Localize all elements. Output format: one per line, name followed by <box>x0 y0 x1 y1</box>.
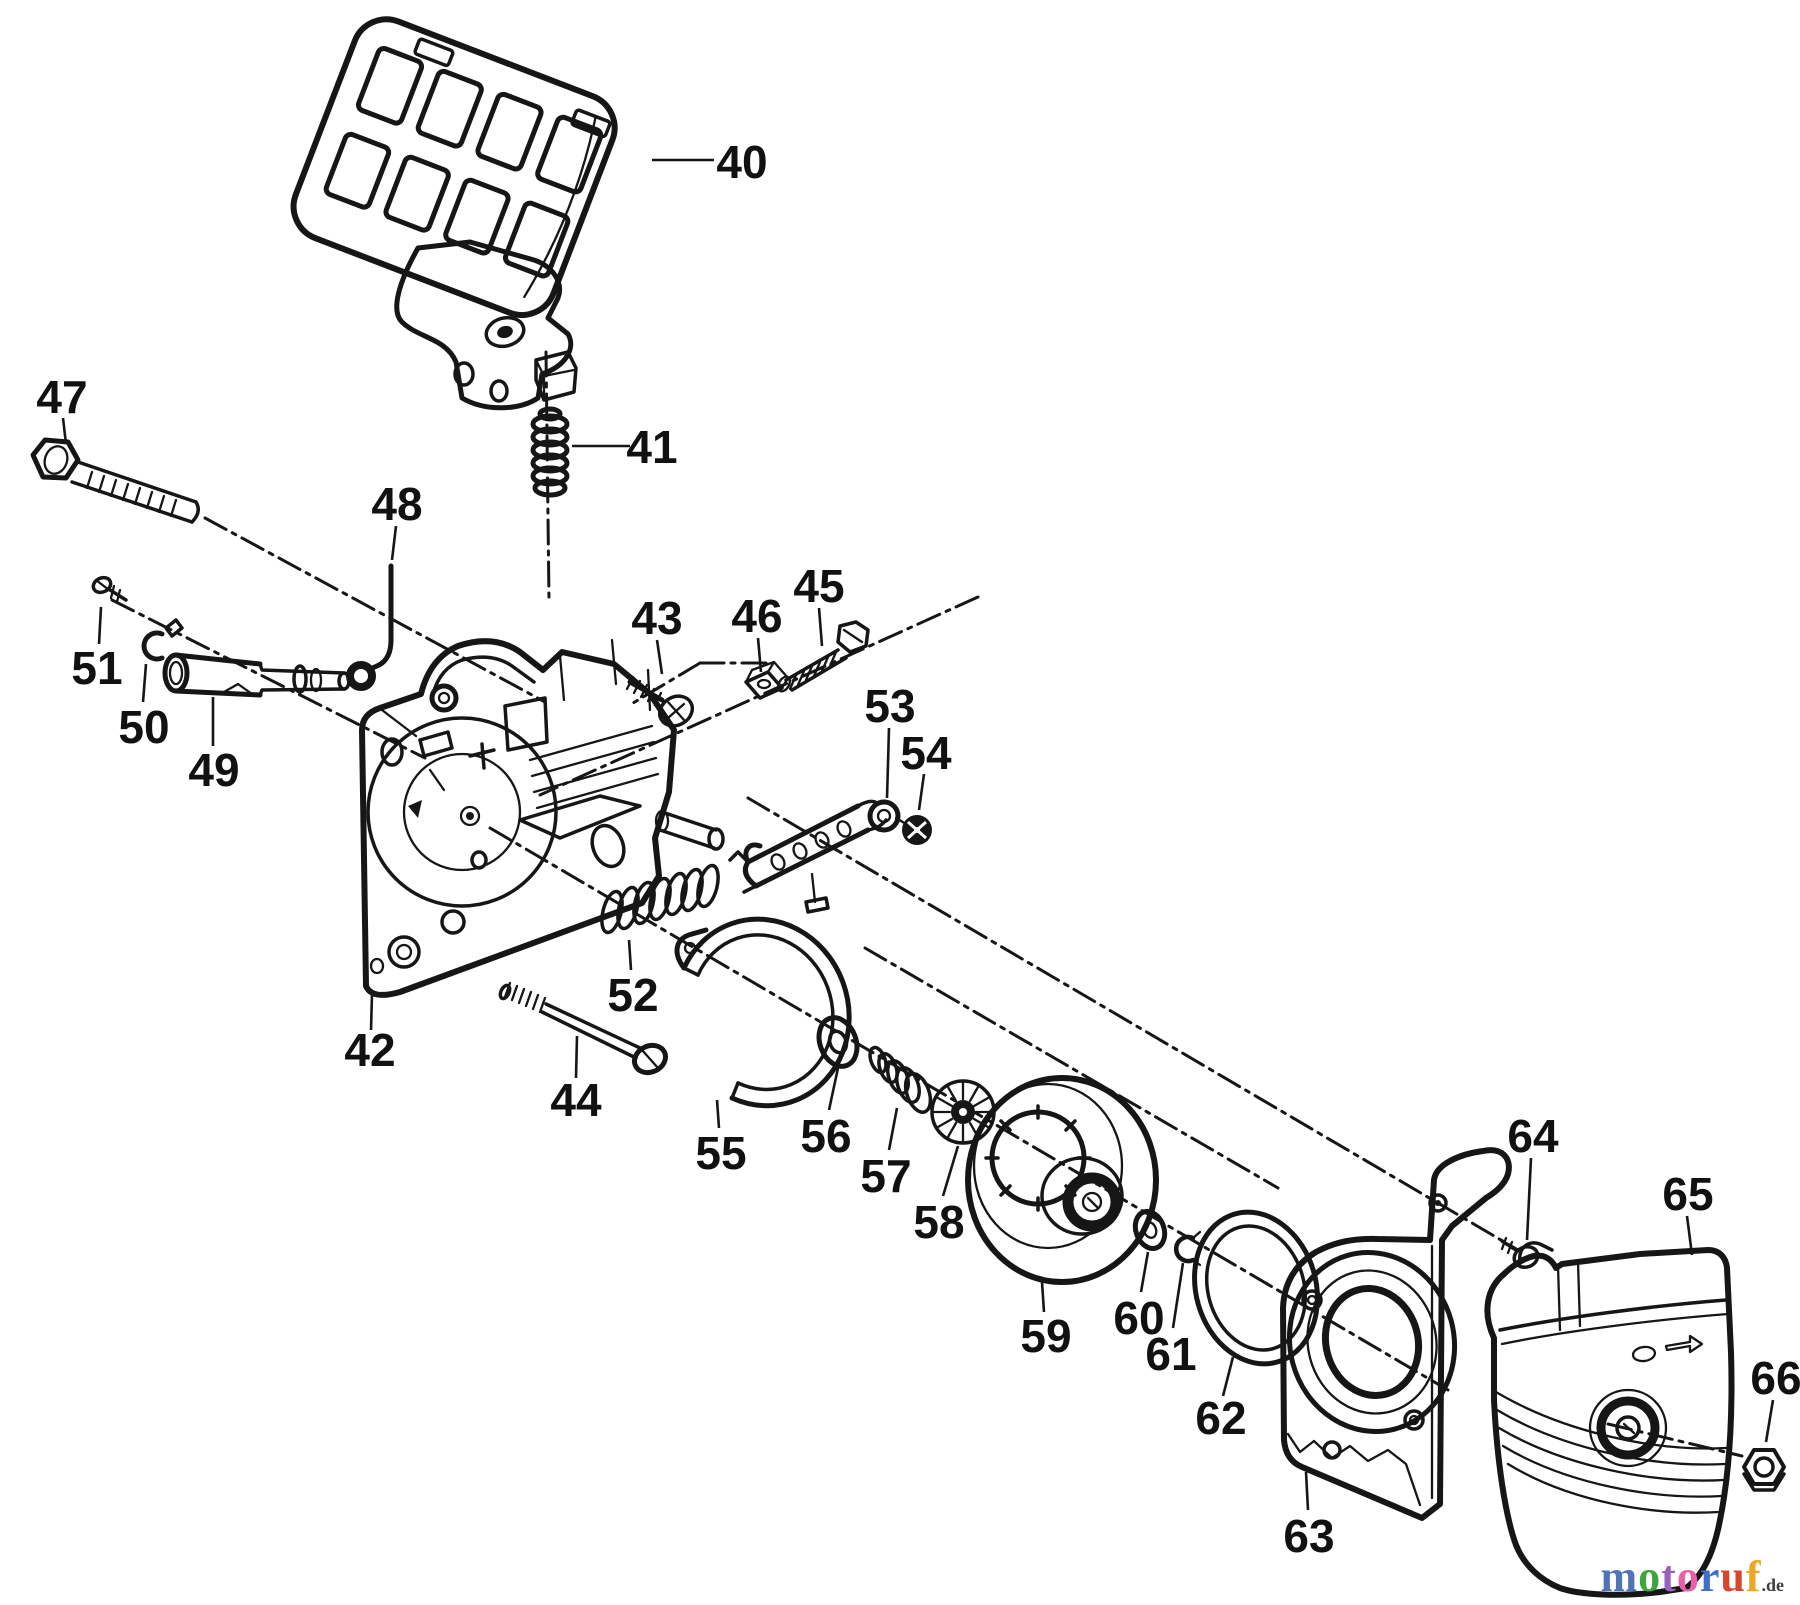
part-label-60: 60 <box>1113 1292 1164 1344</box>
part-label-52: 52 <box>607 969 658 1021</box>
part-labels: 40 41 42 43 44 45 46 47 48 49 50 51 52 5… <box>36 136 1800 1562</box>
part-ring-62 <box>1192 1209 1320 1367</box>
part-label-65: 65 <box>1662 1168 1713 1220</box>
part-label-56: 56 <box>800 1110 851 1162</box>
part-label-48: 48 <box>371 478 422 530</box>
part-label-58: 58 <box>913 1196 964 1248</box>
part-label-64: 64 <box>1507 1110 1559 1162</box>
part-lever-53 <box>728 799 908 914</box>
part-nut-46 <box>744 660 790 700</box>
part-label-50: 50 <box>118 701 169 753</box>
part-label-41: 41 <box>626 421 677 473</box>
part-label-47: 47 <box>36 371 87 423</box>
part-label-51: 51 <box>71 642 122 694</box>
part-label-59: 59 <box>1020 1310 1071 1362</box>
part-star-washer-58 <box>930 1079 996 1145</box>
part-clip-50 <box>141 618 184 662</box>
part-nut-66 <box>1742 1448 1786 1492</box>
part-label-53: 53 <box>864 680 915 732</box>
part-label-49: 49 <box>188 744 239 796</box>
part-label-55: 55 <box>695 1127 746 1179</box>
part-housing-plate <box>359 638 725 998</box>
part-spring-41 <box>530 406 570 498</box>
part-side-plate-63 <box>1280 1147 1512 1521</box>
part-label-63: 63 <box>1283 1510 1334 1562</box>
part-screw-43 <box>625 675 695 728</box>
part-screw-44 <box>498 981 669 1076</box>
watermark-logo: motoruf.de <box>1601 1555 1784 1599</box>
part-wire-48 <box>346 563 394 691</box>
watermark-suffix: .de <box>1761 1575 1785 1595</box>
part-sprocket-cover <box>1484 1241 1735 1598</box>
axis-lines <box>110 350 1744 1458</box>
part-spring-57 <box>868 1045 933 1114</box>
part-spring-52 <box>600 863 720 935</box>
part-label-61: 61 <box>1145 1328 1196 1380</box>
part-bolt-47 <box>30 437 200 524</box>
part-rod-49 <box>162 652 351 698</box>
part-label-66: 66 <box>1750 1352 1800 1404</box>
part-label-62: 62 <box>1195 1392 1246 1444</box>
part-label-42: 42 <box>344 1024 395 1076</box>
part-label-40: 40 <box>716 136 767 188</box>
part-bolt-45 <box>776 620 870 693</box>
part-clutch-drum <box>965 1075 1159 1285</box>
part-label-54: 54 <box>900 727 952 779</box>
part-hand-guard <box>290 16 618 411</box>
watermark-word: motoruf <box>1600 1552 1762 1601</box>
part-label-57: 57 <box>860 1150 911 1202</box>
part-label-46: 46 <box>731 590 782 642</box>
part-washer-60 <box>1132 1209 1168 1251</box>
part-label-43: 43 <box>631 592 682 644</box>
part-brake-band <box>674 916 852 1109</box>
leader-lines <box>61 158 1775 1511</box>
part-screw-51 <box>91 575 128 604</box>
part-nut-54 <box>902 815 932 845</box>
part-label-45: 45 <box>793 560 844 612</box>
part-label-44: 44 <box>550 1074 602 1126</box>
part-washer-56 <box>816 1015 860 1069</box>
